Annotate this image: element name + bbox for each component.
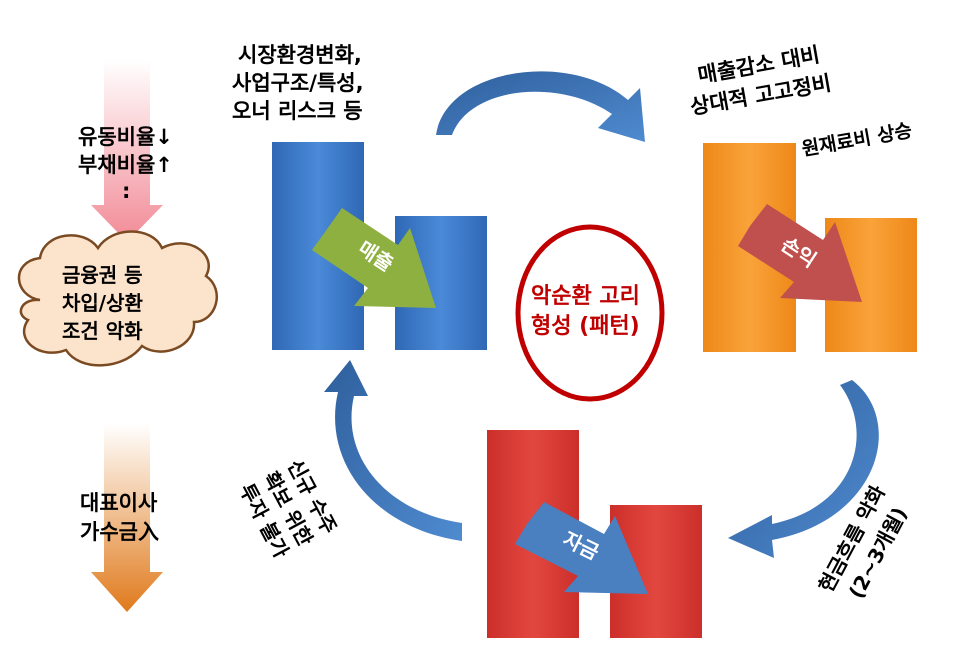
cloud-shape-icon (17, 230, 218, 367)
sales-note-line2: 사업구조/특성, (232, 71, 364, 95)
center-ellipse (515, 224, 665, 402)
ellipsis-label: : (122, 179, 131, 203)
curved-arrow-top-icon (436, 71, 645, 142)
down-arrow-orange-icon (91, 424, 163, 612)
cloud-line2: 차입/상환 (62, 291, 143, 315)
funds-blue-arrow-icon (515, 502, 648, 594)
curved-arrow-left-icon (324, 360, 462, 541)
profit-red-arrow-icon (738, 204, 862, 302)
sales-green-arrow-icon (312, 208, 436, 308)
debt-ratio-label: 부채비율↑ (78, 153, 173, 177)
cloud-line1: 금융권 등 (62, 263, 143, 287)
liquidity-ratio-label: 유동비율↓ (78, 125, 173, 149)
center-title-line1: 악순환 고리 (531, 284, 640, 309)
material-note: 원재료비 상승 (800, 120, 914, 161)
sales-note-line1: 시장환경변화, (238, 43, 362, 67)
cloud-line3: 조건 악화 (62, 319, 143, 343)
center-title-line2: 형성 (패턴) (531, 314, 640, 339)
ceo-label: 대표이사 (80, 491, 158, 515)
down-arrow-pink-icon (91, 60, 163, 242)
suspense-receipt-label: 가수금入 (80, 520, 159, 544)
sales-note-line3: 오너 리스크 등 (232, 99, 363, 123)
curved-arrow-right-icon (728, 380, 879, 558)
